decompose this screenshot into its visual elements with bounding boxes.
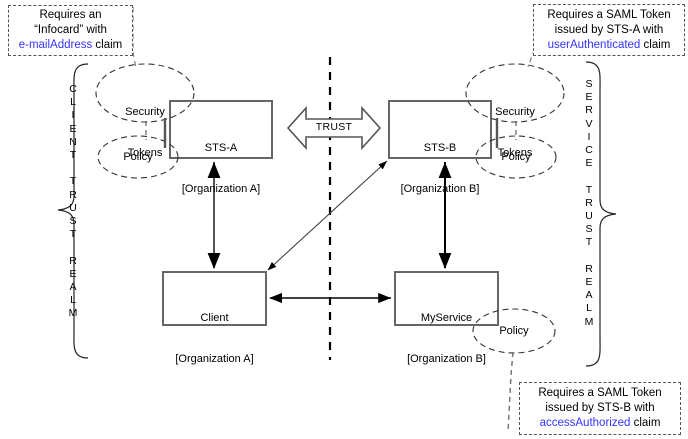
callout-sts-a-line-1: Requires a SAML Token (547, 8, 671, 21)
callout-client-infocard[interactable]: Requires an “Infocard” with e-mailAddres… (8, 5, 133, 56)
callout-client-line-1: Requires an (39, 9, 102, 21)
policy-sts-b-ellipse[interactable] (475, 135, 557, 179)
client-box[interactable] (162, 271, 267, 326)
myservice-label: MyService [Organization B] (395, 285, 498, 393)
sts-a-box[interactable] (169, 100, 273, 159)
callout-sts-a-line-3: userAuthenticated claim (548, 38, 671, 53)
security-tokens-left-ellipse[interactable] (95, 63, 195, 123)
callout-client-line-2: “Infocard” with (34, 24, 107, 36)
client-realm-brace (57, 63, 89, 359)
callout-sts-b-line-3: accessAuthorized claim (540, 416, 661, 431)
sts-b-label: STS-B [Organization B] (389, 115, 491, 223)
security-tokens-left-label: Security Tokens (96, 79, 194, 187)
callout-client-claim: e-mailAddress (18, 39, 93, 51)
service-realm-brace (585, 61, 617, 367)
callout-sts-b-line-1: Requires a SAML Token (538, 387, 662, 399)
myservice-box[interactable] (394, 271, 499, 326)
callout-sts-b-claim: accessAuthorized (539, 417, 631, 429)
policy-myservice-label: Policy (499, 325, 529, 337)
client-label: Client [Organization A] (163, 285, 266, 393)
policy-myservice-ellipse[interactable] (472, 308, 556, 354)
client-label-line-1: Client (200, 312, 229, 324)
callout-sts-a-line-2: issued by STS-A with (554, 23, 664, 36)
security-tokens-right-line-1: Security (495, 106, 535, 118)
sts-b-label-line-2: [Organization B] (400, 182, 480, 195)
callout-client-line-3: e-mailAddress claim (19, 38, 123, 53)
trust-block-arrow (286, 105, 382, 151)
sts-b-box[interactable] (388, 100, 492, 159)
callout-sts-b-claim-suffix: claim (630, 417, 661, 429)
sts-a-label-line-1: STS-A (204, 142, 238, 154)
trust-arrow-label: TRUST (315, 121, 353, 133)
callout-sts-b-saml[interactable]: Requires a SAML Token issued by STS-B wi… (519, 382, 681, 435)
security-tokens-left-line-2: Tokens (127, 146, 163, 159)
security-tokens-right-label: Security Tokens (466, 79, 564, 187)
callout-sts-b-leader-line (507, 351, 514, 433)
sts-a-label-line-2: [Organization A] (181, 182, 261, 195)
callout-sts-a-claim-suffix: claim (640, 38, 671, 51)
policy-sts-a-ellipse[interactable] (97, 135, 179, 179)
policy-sts-a-label: Policy (123, 151, 153, 163)
myservice-label-line-2: [Organization B] (407, 352, 486, 365)
sts-b-label-line-1: STS-B (423, 142, 457, 154)
service-trust-realm-letters: S E R V I C E T R U S T R E A L M (584, 78, 594, 328)
security-tokens-right-line-2: Tokens (497, 146, 533, 159)
callout-sts-a-saml[interactable]: Requires a SAML Token issued by STS-A wi… (533, 4, 685, 56)
callout-sts-b-line-2: issued by STS-B with (545, 402, 655, 414)
client-sts-b-diagonal-arrow (267, 160, 388, 271)
security-tokens-left-line-1: Security (125, 106, 165, 118)
policy-sts-b-label: Policy (501, 151, 531, 163)
callout-client-claim-suffix: claim (92, 39, 123, 51)
client-trust-realm-letters: C L I E N T T R U S T R E A L M (68, 83, 78, 320)
callout-sts-a-claim: userAuthenticated (547, 38, 641, 51)
myservice-label-line-1: MyService (420, 312, 473, 324)
sts-a-label: STS-A [Organization A] (170, 115, 272, 223)
security-tokens-right-ellipse[interactable] (465, 63, 565, 123)
callout-client-leader-line (132, 7, 137, 69)
client-label-line-2: [Organization A] (175, 352, 254, 365)
